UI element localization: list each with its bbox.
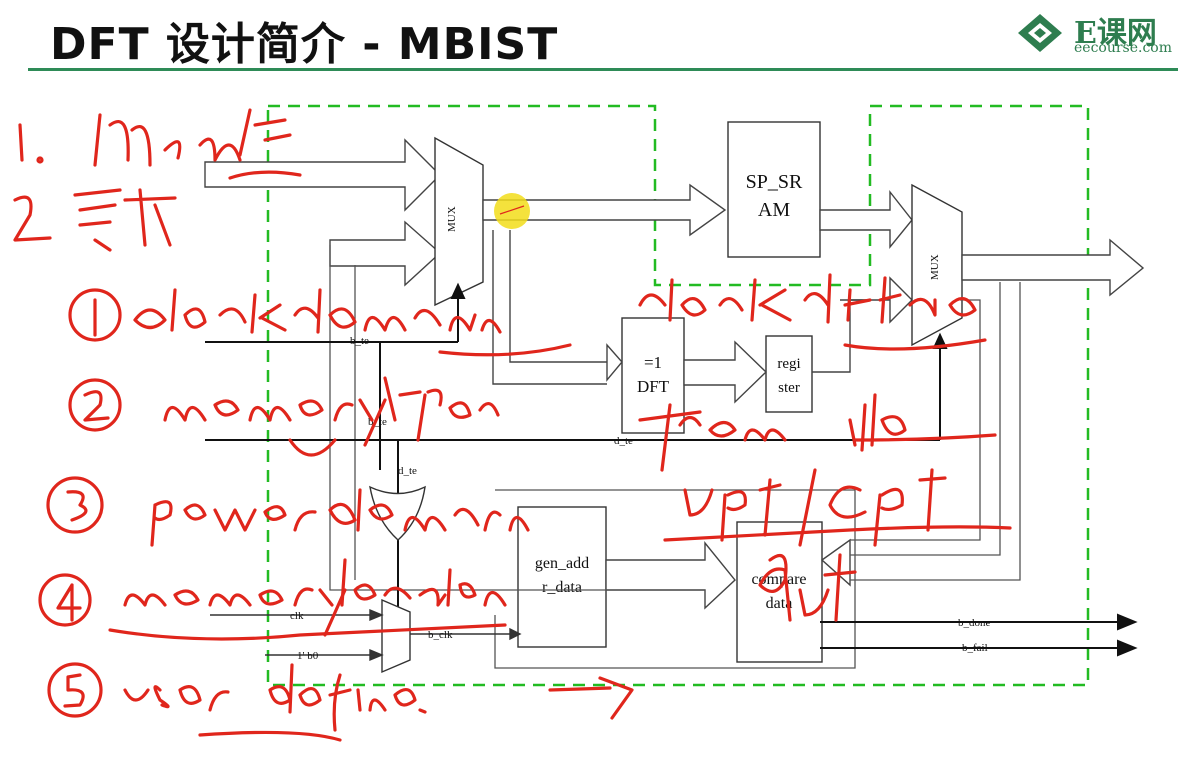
signal-d-te-1: d_te [614,435,633,447]
diamond-logo-icon [1018,14,1062,52]
output-mux: MUX [911,183,963,347]
signal-b-done: b_done [958,617,991,629]
or-gate [369,485,426,541]
signal-clk: clk [290,610,304,622]
page-title: DFT 设计简介 - MBIST [50,19,559,70]
signal-d-te-2: d_te [398,465,417,477]
compare-data-block: compare data [736,521,851,663]
logo-text: E课网 [1074,16,1157,51]
input-mux: MUX [434,136,484,307]
handwritten-annotations [13,108,1012,742]
reg-label-2: ster [778,380,800,396]
register-block: regi ster [765,335,813,413]
input-bus-arrows [204,138,442,287]
mux-right-label: MUX [929,254,941,280]
cmp-label-2: data [766,595,793,612]
dft-block: =1 DFT [621,317,685,434]
sram-block: SP_SR AM [727,121,821,258]
sram-label-2: AM [758,199,790,221]
signal-b-clk: b_clk [428,629,453,641]
signal-const-zero: 1' b0 [297,650,319,662]
gen-addr-data-block: gen_add r_data [517,506,607,648]
mux-left-label: MUX [446,206,458,232]
gen-to-compare-arrow [605,541,736,610]
control-lines [205,282,1138,657]
sram-label-1: SP_SR [746,171,803,193]
sram-to-mux-arrows [819,189,913,324]
dft-label-2: DFT [637,377,670,396]
clock-wires [210,608,522,662]
reg-label-1: regi [777,356,800,372]
output-bus-arrow [961,238,1145,297]
title-divider [28,68,1178,71]
dft-to-reg-arrow [683,299,870,404]
signal-b-fail: b_fail [962,642,988,654]
cursor-highlight [494,193,530,229]
logo-url: eecourse.com [1074,40,1173,56]
bist-region-dashed-box [266,104,1090,687]
gen-label-2: r_data [542,579,582,596]
clock-mux [381,598,411,674]
dft-label-1: =1 [644,353,662,372]
signal-b-te-1: b_te [350,335,369,347]
gen-label-1: gen_add [535,555,589,572]
feedback-wires [329,245,1021,669]
to-dft-arrows [492,230,623,385]
brand-logo: E课网 eecourse.com [1010,8,1175,58]
